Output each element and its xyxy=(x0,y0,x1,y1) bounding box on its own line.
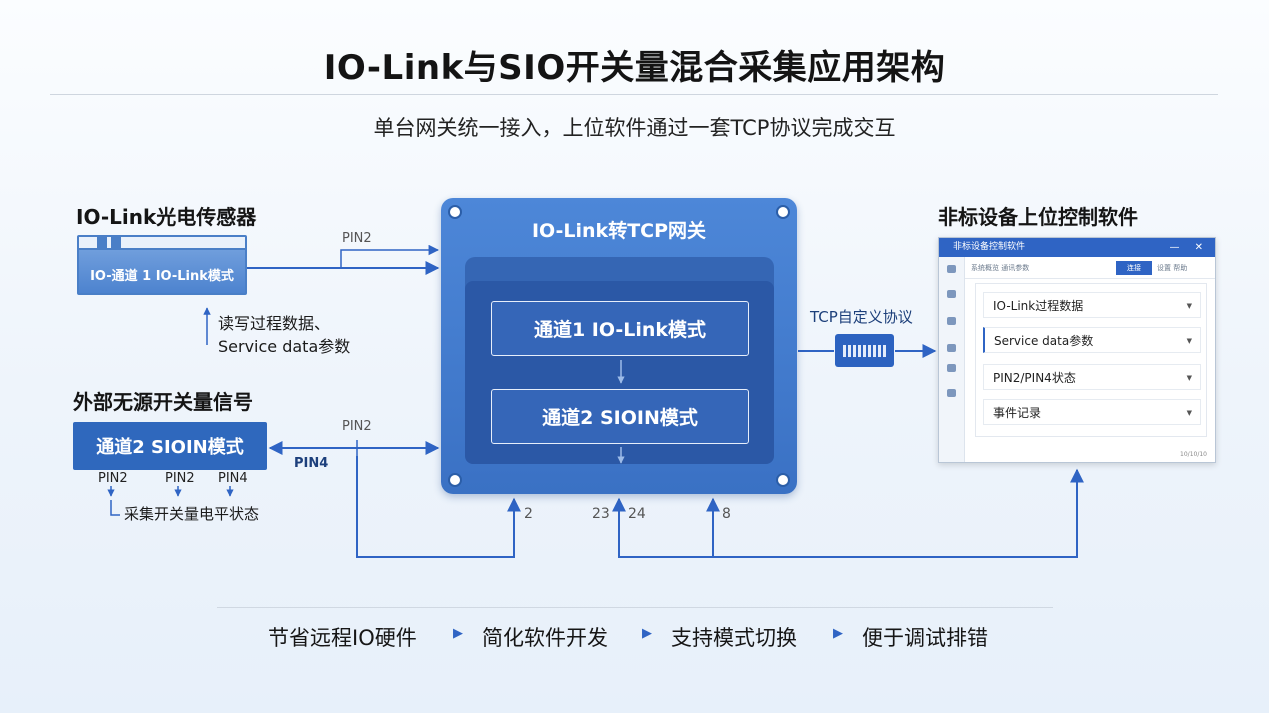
row-label: IO-Link过程数据 xyxy=(993,299,1084,313)
switch-pin-top-label: PIN2 xyxy=(342,419,372,434)
sensor-heading: IO-Link光电传感器 xyxy=(76,205,257,229)
sensor-note-line2: Service data参数 xyxy=(218,337,351,356)
bottom-loop-right xyxy=(612,468,1084,558)
bottom-divider-top xyxy=(217,607,1053,608)
gateway-channel-1: 通道1 IO-Link模式 xyxy=(491,301,749,356)
row-label: PIN2/PIN4状态 xyxy=(993,371,1076,385)
sidebar-save-icon[interactable] xyxy=(947,389,956,397)
screw-icon xyxy=(776,473,790,487)
software-row-service-data[interactable]: Service data参数 ▼ xyxy=(983,327,1201,353)
switch-pin-label-2: PIN2 xyxy=(165,471,195,486)
window-titlebar: 非标设备控制软件 xyxy=(939,238,1215,257)
sensor-tab xyxy=(97,237,107,250)
switch-channel-box: 通道2 SIOIN模式 xyxy=(73,422,267,470)
screw-icon xyxy=(448,205,462,219)
sidebar-home-icon[interactable] xyxy=(947,265,956,273)
sidebar-log-icon[interactable] xyxy=(947,364,956,372)
chevron-down-icon: ▼ xyxy=(1186,409,1192,417)
benefit-1: 节省远程IO硬件 xyxy=(268,626,417,650)
software-row-event-log[interactable]: 事件记录 ▼ xyxy=(983,399,1201,425)
gateway-device: IO-Link转TCP网关 通道1 IO-Link模式 通道2 SIOIN模式 xyxy=(441,198,797,494)
sensor-mode-label: IO-通道 1 IO-Link模式 xyxy=(90,269,234,284)
toolbar-right-items[interactable]: 设置 帮助 xyxy=(1157,264,1188,272)
sidebar-settings-icon[interactable] xyxy=(947,317,956,325)
page-subtitle: 单台网关统一接入，上位软件通过一套TCP协议完成交互 xyxy=(373,116,896,140)
bottom-loop-left xyxy=(356,456,521,558)
switch-note-bracket xyxy=(110,500,120,516)
chevron-down-icon: ▼ xyxy=(1186,302,1192,310)
connect-button[interactable]: 连接 xyxy=(1116,261,1152,275)
port-label-24: 24 xyxy=(628,506,646,522)
row-label: Service data参数 xyxy=(994,334,1094,348)
sensor-tab xyxy=(111,237,121,250)
window-status: 10/10/10 xyxy=(1180,451,1207,458)
software-row-process-data[interactable]: IO-Link过程数据 ▼ xyxy=(983,292,1201,318)
port-label-2: 2 xyxy=(524,506,533,522)
switch-pin-label-3: PIN4 xyxy=(218,471,248,486)
switch-pin-side-label: PIN4 xyxy=(294,456,329,471)
rj45-connector-icon xyxy=(835,334,894,367)
sensor-pin-label: PIN2 xyxy=(342,231,372,246)
port-label-23: 23 xyxy=(592,506,610,522)
window-toolbar: 系统概览 通讯参数 连接 设置 帮助 xyxy=(965,257,1215,279)
sidebar-tool-icon[interactable] xyxy=(947,344,956,352)
chevron-down-icon: ▼ xyxy=(1186,337,1192,345)
triangle-right-icon: ▶ xyxy=(642,626,652,641)
sensor-note-line1: 读写过程数据、 xyxy=(218,314,331,333)
row-label: 事件记录 xyxy=(993,406,1042,420)
sidebar-device-icon[interactable] xyxy=(947,290,956,298)
switch-note: 采集开关量电平状态 xyxy=(124,505,260,523)
triangle-right-icon: ▶ xyxy=(453,626,463,641)
title-divider xyxy=(50,94,1218,95)
software-window: 非标设备控制软件 — ✕ 系统概览 通讯参数 连接 设置 帮助 IO-Link过… xyxy=(938,237,1216,463)
window-sidebar xyxy=(939,257,965,462)
port-label-8: 8 xyxy=(722,506,731,522)
gateway-channel-2: 通道2 SIOIN模式 xyxy=(491,389,749,444)
window-controls[interactable]: — ✕ xyxy=(1169,242,1209,253)
triangle-right-icon: ▶ xyxy=(833,626,843,641)
page-title: IO-Link与SIO开关量混合采集应用架构 xyxy=(323,48,946,88)
benefit-2: 简化软件开发 xyxy=(482,626,608,650)
protocol-label: TCP自定义协议 xyxy=(810,308,913,326)
gateway-title: IO-Link转TCP网关 xyxy=(531,220,707,242)
chevron-down-icon: ▼ xyxy=(1186,374,1192,382)
sensor-block: IO-通道 1 IO-Link模式 xyxy=(77,235,247,295)
window-content-panel: IO-Link过程数据 ▼ Service data参数 ▼ PIN2/PIN4状态… xyxy=(975,283,1207,437)
benefit-3: 支持模式切换 xyxy=(671,626,797,650)
switch-pin-label-1: PIN2 xyxy=(98,471,128,486)
software-heading: 非标设备上位控制软件 xyxy=(938,205,1138,229)
screw-icon xyxy=(448,473,462,487)
sensor-top-strip xyxy=(79,237,245,250)
sensor-pin2-line xyxy=(340,244,440,268)
benefit-4: 便于调试排错 xyxy=(862,626,988,650)
switch-heading: 外部无源开关量信号 xyxy=(73,390,253,414)
software-row-pin-status[interactable]: PIN2/PIN4状态 ▼ xyxy=(983,364,1201,390)
screw-icon xyxy=(776,205,790,219)
toolbar-tabs[interactable]: 系统概览 通讯参数 xyxy=(971,264,1030,272)
